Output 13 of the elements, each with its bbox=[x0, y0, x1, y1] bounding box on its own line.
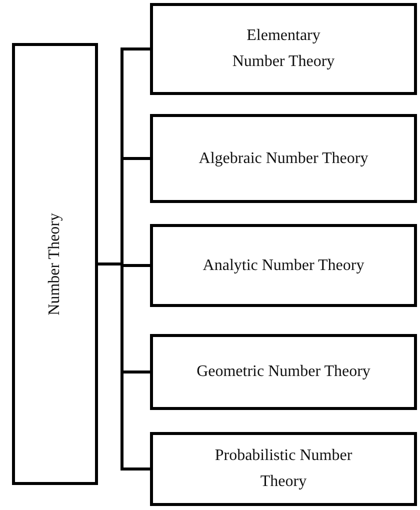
topic-box bbox=[150, 432, 417, 506]
topic-label: Geometric Number Theory bbox=[196, 362, 370, 382]
topic-box bbox=[150, 114, 417, 203]
topic-label: Probabilistic Number Theory bbox=[214, 446, 354, 492]
topic-box bbox=[150, 334, 417, 410]
topic-box bbox=[12, 43, 98, 485]
topic-label: Number Theory bbox=[45, 212, 64, 316]
topic-label: Analytic Number Theory bbox=[202, 256, 364, 276]
topic-label: Algebraic Number Theory bbox=[198, 148, 368, 169]
topic-label: Elementary Number Theory bbox=[231, 26, 336, 72]
topic-box bbox=[150, 224, 417, 307]
topic-box bbox=[150, 3, 417, 95]
connector-line bbox=[98, 262, 150, 470]
